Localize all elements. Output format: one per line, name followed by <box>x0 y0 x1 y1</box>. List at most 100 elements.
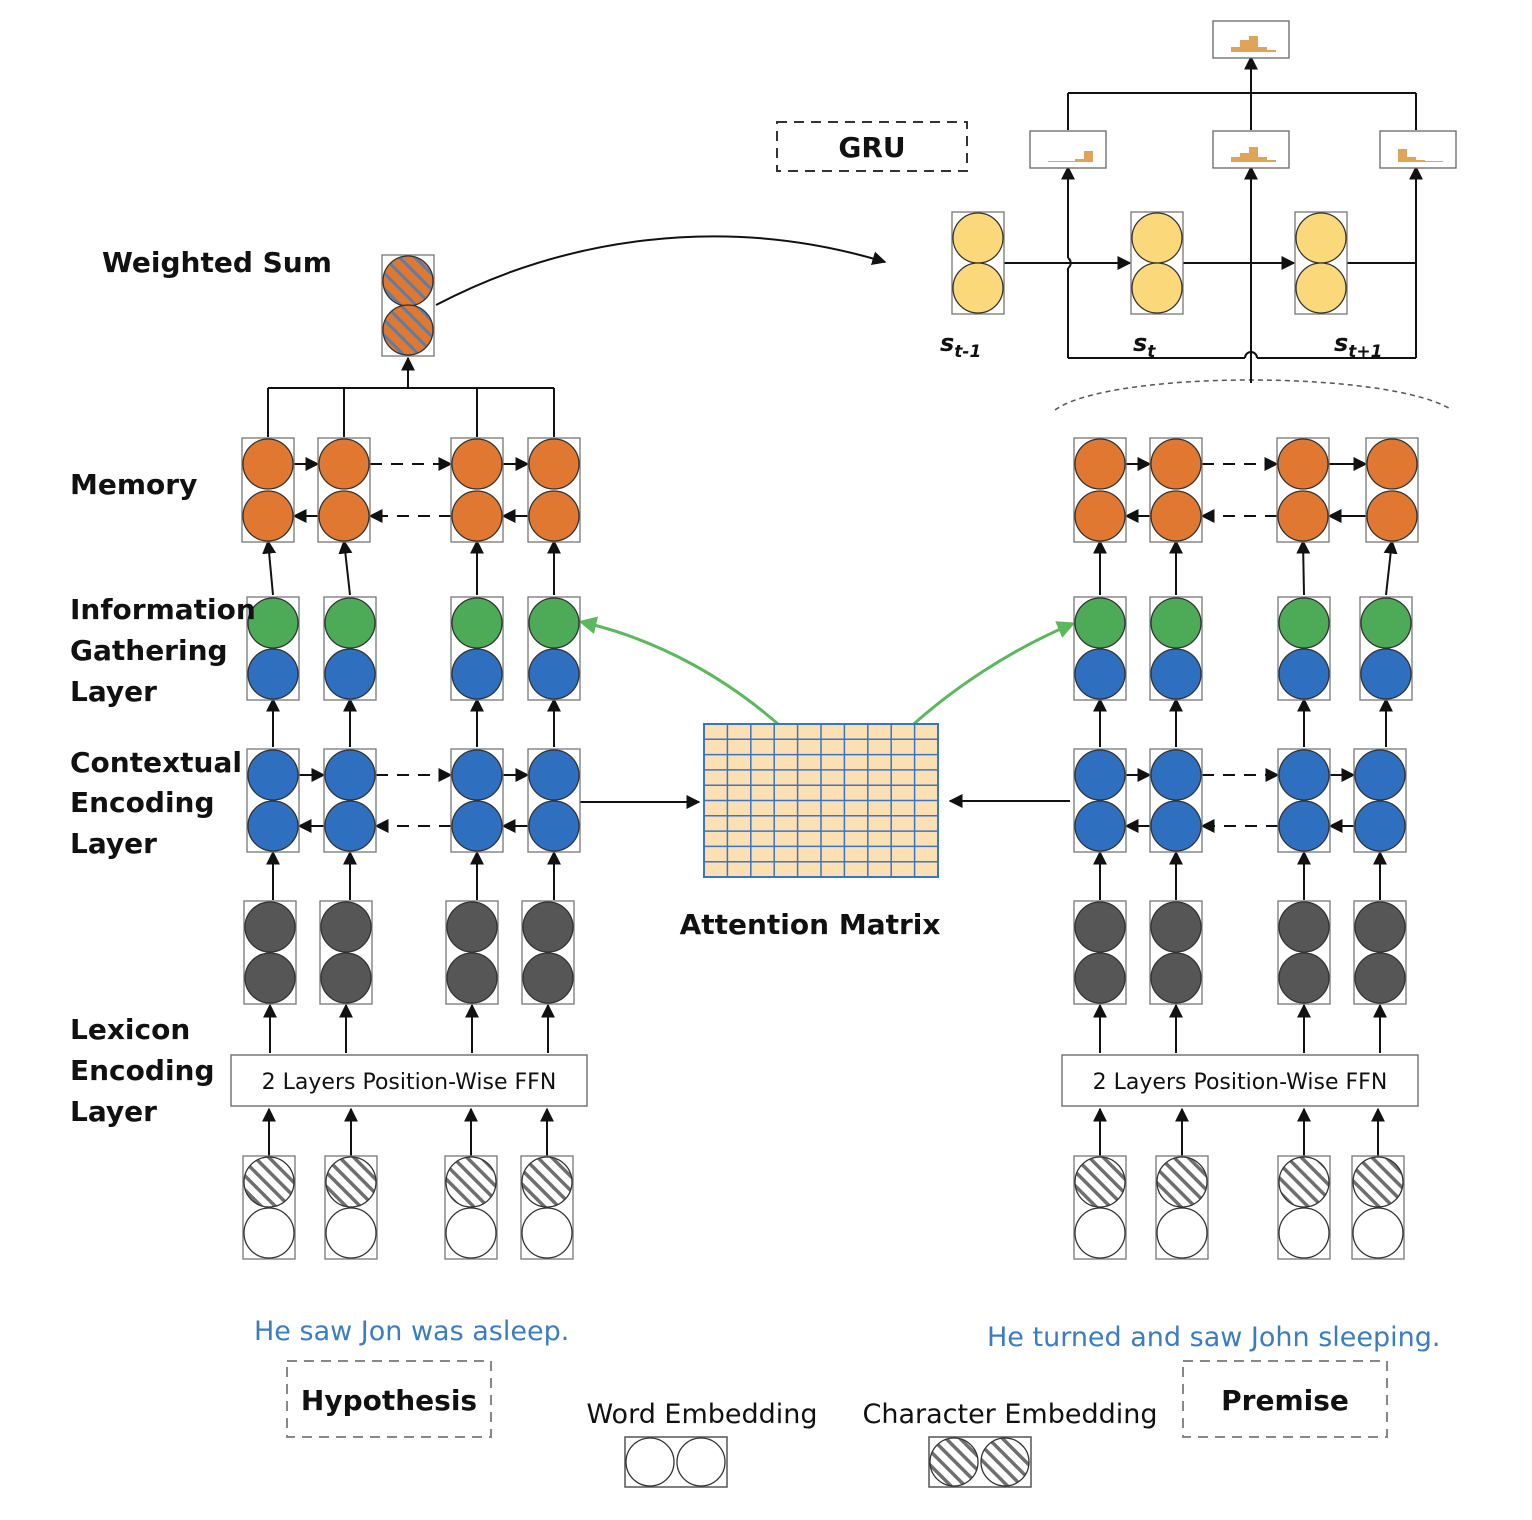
premise-gathering-cell <box>1277 596 1331 701</box>
premise-encoding-cell <box>1149 748 1203 853</box>
node-circle <box>1352 1156 1404 1208</box>
node-circle <box>528 490 580 542</box>
hypothesis-label: Hypothesis <box>301 1384 477 1417</box>
node-circle <box>1150 597 1202 649</box>
node-circle <box>952 262 1004 314</box>
node-circle <box>247 800 299 852</box>
premise-input-cell <box>1073 1155 1127 1260</box>
histogram-bar <box>1398 149 1407 162</box>
info-gathering-label-line1: Information <box>70 593 256 626</box>
lexicon-encoding-label-line2: Encoding <box>70 1054 215 1087</box>
node-circle <box>1354 952 1406 1004</box>
character-embedding-legend-label: Character Embedding <box>862 1399 1157 1430</box>
gru-state-cell <box>1294 211 1348 315</box>
histogram-bar <box>1425 161 1434 162</box>
node-circle <box>318 438 370 490</box>
distribution-box <box>1029 130 1107 169</box>
hypothesis-memory-cell <box>317 437 371 543</box>
hypothesis-lexicon-cell <box>243 900 297 1005</box>
hypothesis-encoding-cell <box>527 748 581 853</box>
word-embedding-legend-circle <box>625 1437 675 1487</box>
histogram-bar <box>1416 160 1425 162</box>
hypothesis-input-cell <box>324 1155 378 1260</box>
node-circle <box>451 490 503 542</box>
premise-encoding-cell <box>1073 748 1127 853</box>
attention-to-hypothesis-gathering <box>578 616 789 734</box>
ffn-box-right <box>1061 1054 1419 1107</box>
node-circle <box>1074 1156 1126 1208</box>
node-circle <box>1150 901 1202 953</box>
node-circle <box>1150 648 1202 700</box>
node-circle <box>451 648 503 700</box>
node-circle <box>522 952 574 1004</box>
histogram-bar <box>1434 161 1443 162</box>
node-circle <box>1278 1156 1330 1208</box>
hypothesis-box <box>286 1360 492 1438</box>
hypothesis-gathering-cell <box>246 596 300 701</box>
ffn-label-left: 2 Layers Position-Wise FFN <box>262 1070 557 1095</box>
weighted-sum-label: Weighted Sum <box>102 246 332 279</box>
premise-encoding-cell <box>1277 748 1331 853</box>
hypothesis-encoding-cell <box>246 748 300 853</box>
node-circle <box>1074 597 1126 649</box>
node-circle <box>1295 212 1347 264</box>
distribution-icon <box>1212 130 1290 169</box>
character-embedding-legend-circle <box>980 1437 1030 1487</box>
node-circle <box>242 438 294 490</box>
node-circle <box>528 597 580 649</box>
node-circle <box>528 749 580 801</box>
premise-sentence: He turned and saw John sleeping. <box>987 1322 1440 1353</box>
word-embedding-legend-label: Word Embedding <box>586 1399 817 1430</box>
node-circle <box>528 648 580 700</box>
node-circle <box>1278 901 1330 953</box>
premise-encoding-cell <box>1353 748 1407 853</box>
node-circle <box>446 901 498 953</box>
gathering-to-memory-arrow <box>338 539 353 596</box>
node-circle <box>1074 1207 1126 1259</box>
hypothesis-memory-cell <box>527 437 581 543</box>
node-circle <box>324 597 376 649</box>
node-circle <box>1278 597 1330 649</box>
node-circle <box>1278 1207 1330 1259</box>
node-circle <box>446 952 498 1004</box>
node-circle <box>1354 901 1406 953</box>
attention-matrix-label: Attention Matrix <box>680 908 941 941</box>
ffn-label-right: 2 Layers Position-Wise FFN <box>1093 1070 1388 1095</box>
node-circle <box>244 901 296 953</box>
histogram-bar <box>1075 159 1084 162</box>
node-circle <box>324 749 376 801</box>
hypothesis-gathering-cell <box>527 596 581 701</box>
node-circle <box>1131 262 1183 314</box>
node-circle <box>1150 749 1202 801</box>
premise-gathering-cell <box>1149 596 1203 701</box>
gru-label: GRU <box>838 131 905 164</box>
attention-grid-lines <box>704 724 938 877</box>
node-circle <box>325 1207 377 1259</box>
weighted-sum-cell <box>381 254 435 357</box>
histogram-bar <box>1258 157 1267 162</box>
node-circle <box>1278 648 1330 700</box>
premise-input-cell <box>1351 1155 1405 1260</box>
node-circle <box>1352 1207 1404 1259</box>
premise-memory-cell <box>1073 437 1127 543</box>
node-circle <box>1156 1156 1208 1208</box>
node-circle <box>521 1207 573 1259</box>
node-circle <box>1277 490 1329 542</box>
state-label-next: st+1 <box>1334 329 1383 362</box>
histogram-bar <box>1258 47 1267 52</box>
hypothesis-lexicon-cell <box>521 900 575 1005</box>
ffn-box-left <box>230 1054 588 1107</box>
premise-lexicon-cell <box>1073 900 1127 1005</box>
node-circle <box>1074 490 1126 542</box>
node-circle <box>1354 749 1406 801</box>
node-circle <box>1074 438 1126 490</box>
memory-label: Memory <box>70 468 197 501</box>
node-circle <box>1354 800 1406 852</box>
state-label-prev: st-1 <box>940 329 981 362</box>
node-circle <box>1074 952 1126 1004</box>
hypothesis-memory-cell <box>241 437 295 543</box>
node-circle <box>1360 648 1412 700</box>
node-circle <box>247 648 299 700</box>
lexicon-encoding-label-line1: Lexicon <box>70 1013 190 1046</box>
info-gathering-label-line2: Gathering <box>70 634 228 667</box>
